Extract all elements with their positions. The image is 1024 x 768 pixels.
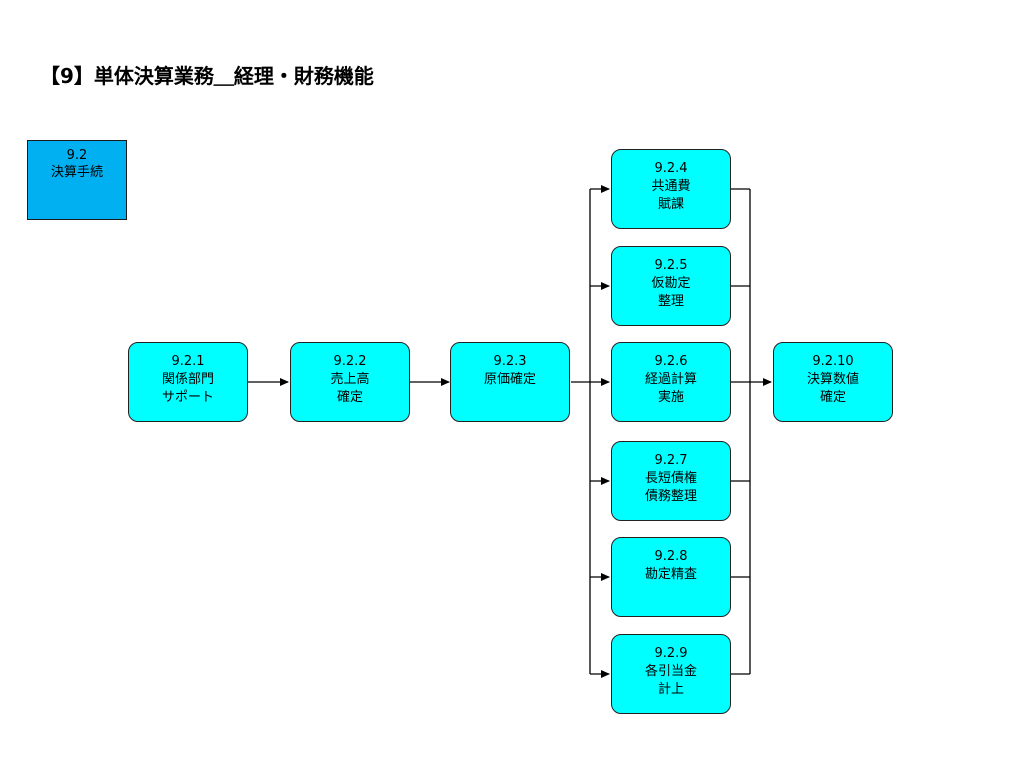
node-label-line2: 実施 <box>657 390 684 405</box>
node-label-line1: 原価確定 <box>483 372 536 387</box>
node-number: 9.2.2 <box>333 354 367 369</box>
node-label-line1: 仮勘定 <box>651 276 691 291</box>
node-label-line1: 決算数値 <box>806 372 859 387</box>
process-node-9-2-1: 9.2.1 関係部門 サポート <box>128 342 248 422</box>
node-label-line2: 確定 <box>819 390 846 405</box>
process-node-9-2-6: 9.2.6 経過計算 実施 <box>611 342 731 422</box>
node-label-line1: 売上高 <box>330 372 370 387</box>
node-label-line1: 各引当金 <box>644 664 697 679</box>
section-number: 9.2 <box>66 148 88 163</box>
process-node-9-2-3: 9.2.3 原価確定 <box>450 342 570 422</box>
node-number: 9.2.8 <box>654 549 688 564</box>
process-node-9-2-7: 9.2.7 長短債権 債務整理 <box>611 441 731 521</box>
process-node-9-2-8: 9.2.8 勘定精査 <box>611 537 731 617</box>
process-node-9-2-4: 9.2.4 共通費 賦課 <box>611 149 731 229</box>
page-title: 【9】単体決算業務＿経理・財務機能 <box>40 64 374 88</box>
node-number: 9.2.1 <box>171 354 205 369</box>
node-number: 9.2.9 <box>654 646 688 661</box>
section-label: 決算手続 <box>50 165 103 180</box>
node-label-line1: 長短債権 <box>644 471 697 486</box>
process-node-9-2-10: 9.2.10 決算数値 確定 <box>773 342 893 422</box>
node-number: 9.2.3 <box>493 354 527 369</box>
process-node-9-2-2: 9.2.2 売上高 確定 <box>290 342 410 422</box>
node-label-line2: 計上 <box>657 682 684 697</box>
process-node-9-2-9: 9.2.9 各引当金 計上 <box>611 634 731 714</box>
node-label-line2: 確定 <box>336 390 363 405</box>
node-number: 9.2.7 <box>654 453 688 468</box>
node-label-line2: 賦課 <box>657 197 684 212</box>
node-label-line2: 整理 <box>657 294 684 309</box>
section-box-9-2: 9.2 決算手続 <box>27 140 127 220</box>
node-label-line1: 経過計算 <box>644 372 697 387</box>
node-label-line2: 債務整理 <box>644 489 697 504</box>
node-label-line1: 勘定精査 <box>644 567 697 582</box>
node-number: 9.2.4 <box>654 161 688 176</box>
node-number: 9.2.10 <box>812 354 854 369</box>
node-number: 9.2.6 <box>654 354 688 369</box>
node-number: 9.2.5 <box>654 258 688 273</box>
process-node-9-2-5: 9.2.5 仮勘定 整理 <box>611 246 731 326</box>
node-label-line1: 共通費 <box>651 179 691 194</box>
node-label-line2: サポート <box>161 390 214 405</box>
node-label-line1: 関係部門 <box>161 372 214 387</box>
